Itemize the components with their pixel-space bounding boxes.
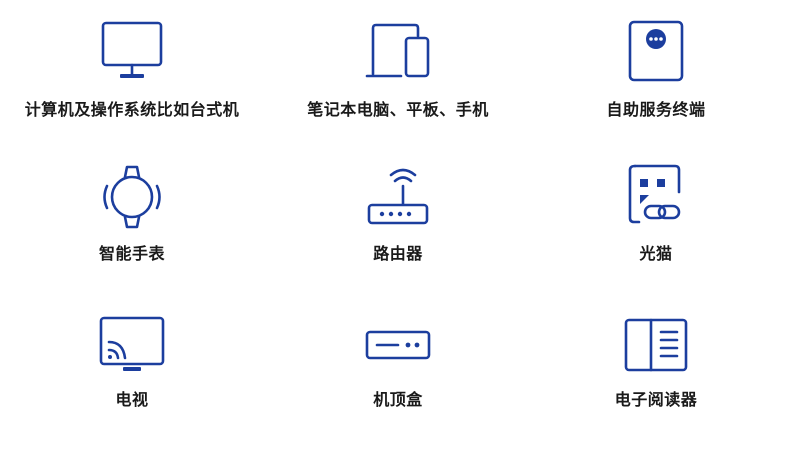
device-label: 计算机及操作系统比如台式机 (24, 100, 240, 119)
set-top-box-icon (363, 312, 433, 382)
device-label: 笔记本电脑、平板、手机 (307, 100, 489, 119)
router-icon (363, 162, 433, 232)
device-item-set-top-box: 机顶盒 (268, 312, 528, 422)
ereader-icon (621, 312, 691, 382)
device-label: 电视 (115, 390, 149, 409)
device-item-desktop: 计算机及操作系统比如台式机 (2, 18, 262, 128)
kiosk-terminal-icon (621, 18, 691, 88)
optical-modem-icon (621, 162, 691, 232)
device-label: 光猫 (639, 244, 673, 263)
device-item-laptop-tablet: 笔记本电脑、平板、手机 (268, 18, 528, 128)
device-label: 机顶盒 (373, 390, 423, 409)
device-item-ereader: 电子阅读器 (526, 312, 786, 422)
device-item-smartwatch: 智能手表 (2, 162, 262, 272)
laptop-tablet-icon (363, 18, 433, 88)
smartwatch-icon (97, 162, 167, 232)
device-item-router: 路由器 (268, 162, 528, 272)
device-label: 路由器 (373, 244, 423, 263)
device-label: 电子阅读器 (614, 390, 698, 409)
desktop-monitor-icon (97, 18, 167, 88)
device-item-optical-modem: 光猫 (526, 162, 786, 272)
device-label: 自助服务终端 (606, 100, 706, 119)
device-item-tv: 电视 (2, 312, 262, 422)
device-item-kiosk: 自助服务终端 (526, 18, 786, 128)
device-label: 智能手表 (98, 244, 165, 263)
smart-tv-icon (97, 312, 167, 382)
